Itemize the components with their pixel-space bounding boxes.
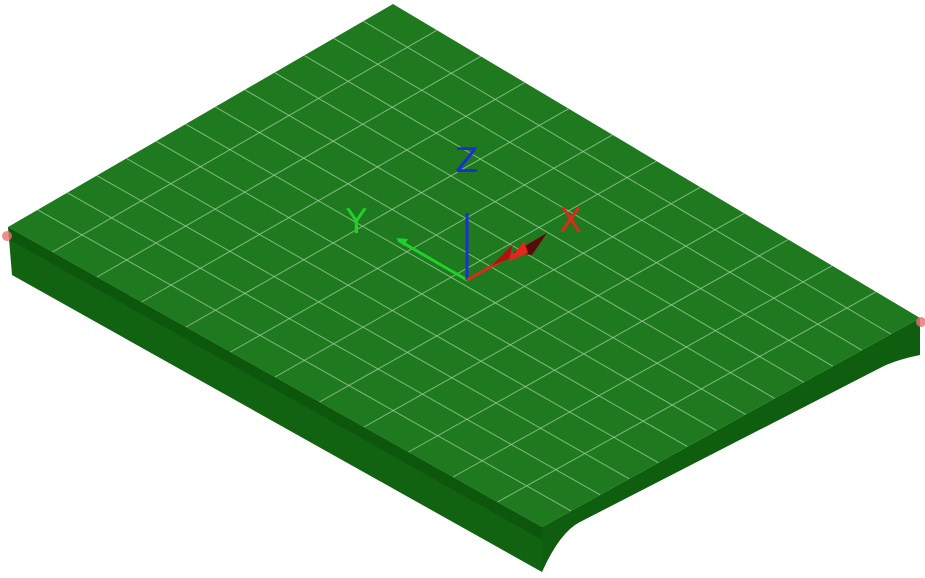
grid-line-short — [319, 186, 701, 403]
grid-line-short — [96, 55, 482, 278]
grid-line-short — [185, 108, 569, 328]
grid-line-short — [452, 265, 833, 478]
z-axis-label: Z — [455, 141, 478, 181]
mesh-grid-lines — [37, 20, 892, 512]
grid-line-short — [497, 291, 877, 503]
y-axis-arrowhead — [396, 238, 408, 246]
left-edge-marker — [2, 231, 12, 241]
grid-line-short — [230, 134, 613, 353]
grid-line-short — [141, 82, 525, 303]
grid-line-short — [408, 239, 789, 453]
grid-line-short — [363, 212, 745, 428]
plate-front-edge-band — [8, 227, 542, 540]
x-axis-label: X — [559, 201, 582, 241]
x-axis-arrowhead-1 — [491, 244, 513, 266]
coordinate-triad: X Y Z — [345, 141, 582, 282]
x-axis-arrowhead-3 — [508, 241, 528, 262]
plate-top-face — [8, 4, 920, 527]
plate-right-face — [542, 318, 920, 572]
grid-line-short — [52, 29, 438, 253]
right-edge-marker — [916, 317, 925, 327]
y-axis-line — [397, 238, 468, 282]
green-plate-model[interactable] — [2, 4, 925, 572]
y-axis-label: Y — [345, 202, 367, 242]
